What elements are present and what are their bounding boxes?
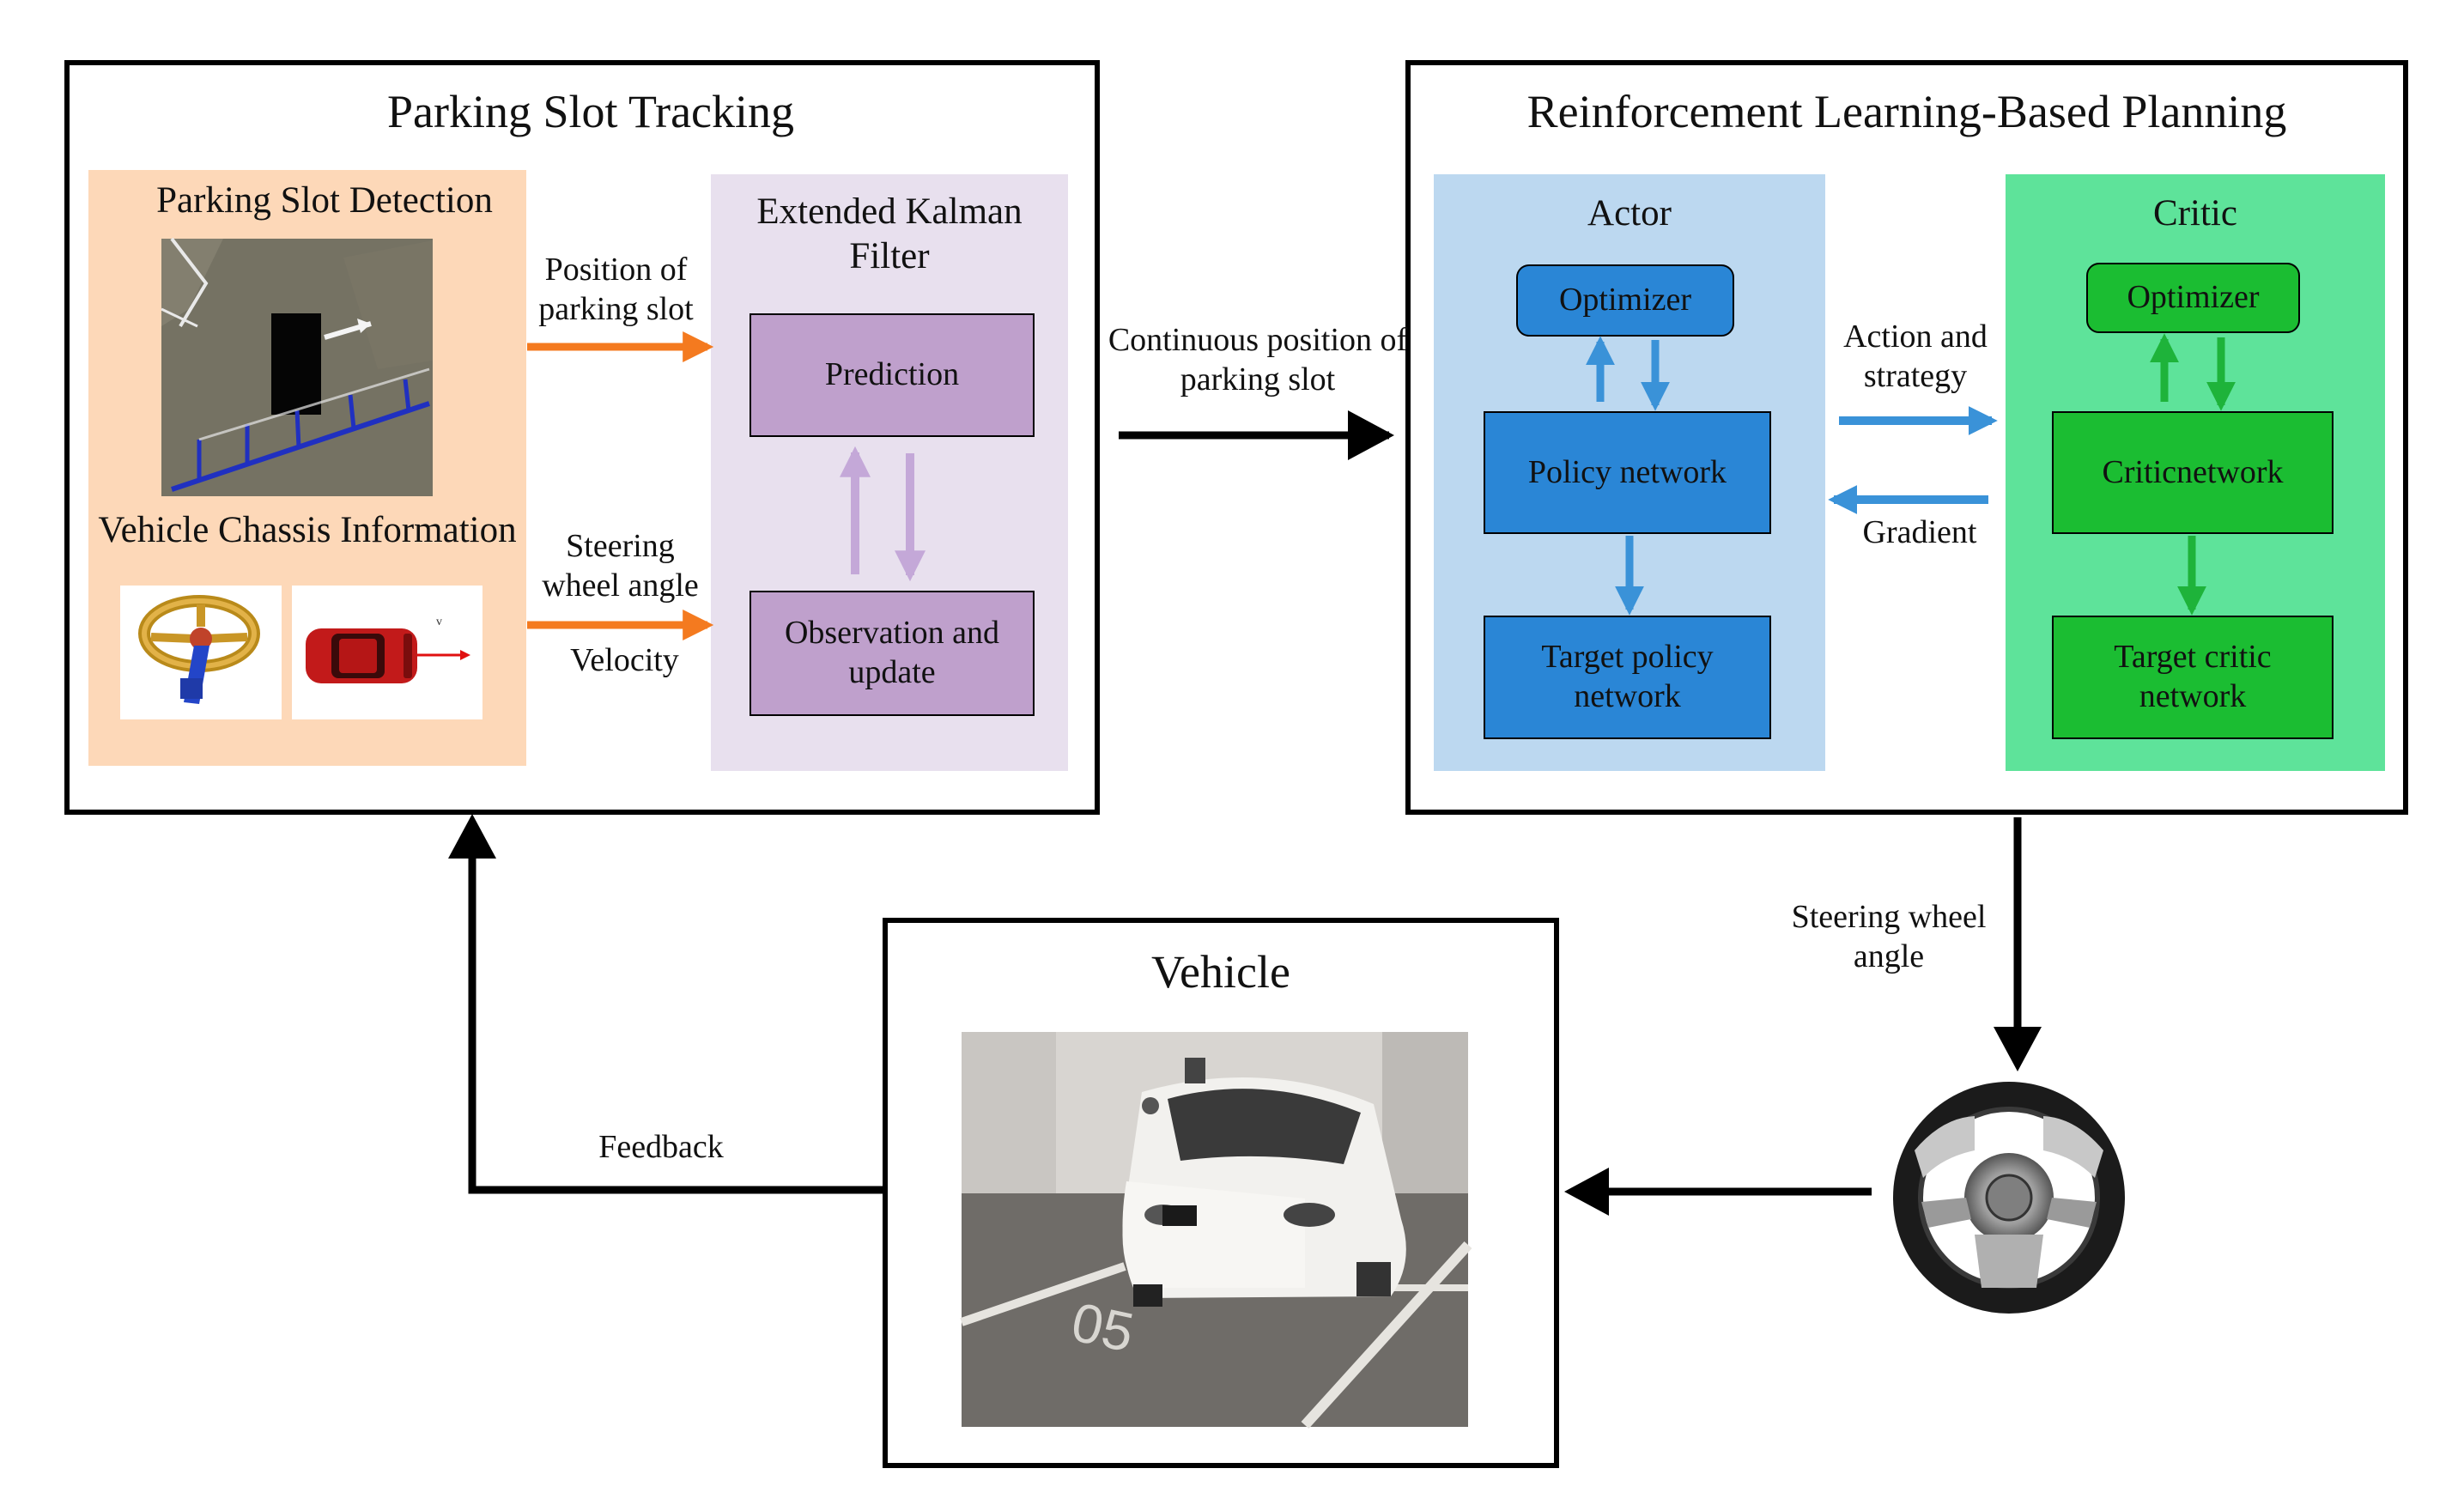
critic-title: Critic: [2153, 193, 2237, 234]
continuous-head: [1348, 410, 1394, 460]
target-policy-node: [1484, 616, 1771, 739]
car-model-image: v: [292, 586, 482, 719]
feedback-line: [468, 855, 884, 1194]
prediction-node: [750, 313, 1035, 437]
target-critic-node: [2052, 616, 2334, 739]
steering-output-label: Steering wheel angle: [1791, 899, 1987, 974]
observation-label: Observation and update: [784, 615, 1000, 690]
continuous-label: Continuous position of parking slot: [1108, 322, 1408, 397]
critic-optimizer-node: [2086, 263, 2300, 333]
ekf-title: Extended Kalman Filter: [756, 191, 1023, 276]
critic-optimizer-label: Optimizer: [2127, 279, 2260, 316]
velocity-label: Velocity: [570, 642, 679, 678]
actor-title: Actor: [1587, 193, 1672, 234]
action-label: Action and strategy: [1843, 319, 1988, 394]
actor-optimizer-label: Optimizer: [1558, 282, 1692, 319]
prediction-label: Prediction: [824, 356, 960, 393]
steering-label: Steering wheel angle: [542, 528, 699, 604]
policy-network-node: [1484, 411, 1771, 534]
critic-network-label: Criticnetwork: [2102, 453, 2284, 490]
wheel-to-vehicle-head: [1564, 1168, 1609, 1216]
position-label: Position of parking slot: [538, 252, 694, 327]
planning-title: Reinforcement Learning-Based Planning: [1526, 86, 2287, 137]
detection-title: Parking Slot Detection: [156, 180, 493, 221]
actor-optimizer-node: [1516, 264, 1734, 337]
vehicle-photo: 05: [960, 1032, 1472, 1429]
steering-wheel-image: [1893, 1082, 2125, 1314]
tracking-title: Parking Slot Tracking: [386, 86, 795, 137]
vehicle-title: Vehicle: [1151, 946, 1290, 998]
observation-node: [750, 591, 1035, 716]
slot-number: 05: [1066, 1290, 1139, 1363]
gradient-label: Gradient: [1862, 514, 1977, 550]
target-critic-label: Target critic network: [2114, 639, 2272, 714]
feedback-label: Feedback: [598, 1129, 724, 1165]
svg-text:v: v: [436, 616, 442, 628]
policy-network-label: Policy network: [1527, 453, 1727, 490]
critic-network-node: [2052, 411, 2334, 534]
steering-output-head: [1994, 1027, 2042, 1071]
chassis-title: Vehicle Chassis Information: [98, 510, 517, 550]
feedback-head: [448, 814, 496, 859]
target-policy-label: Target policy network: [1541, 639, 1714, 714]
parking-slot-image: [161, 237, 433, 496]
steering-model-image: [120, 586, 282, 719]
